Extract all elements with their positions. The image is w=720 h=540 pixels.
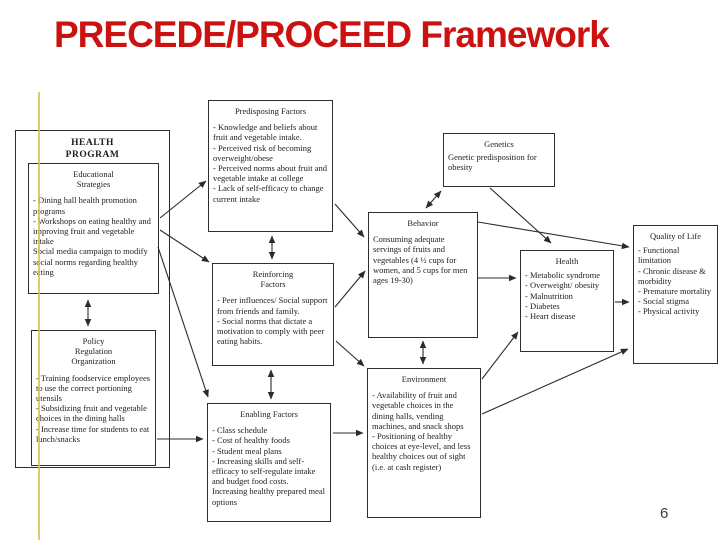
box-policy-body: - Training foodservice employees to use … [36, 372, 151, 444]
box-behavior-title: Behavior [407, 218, 439, 228]
box-health-program-title: HEALTH PROGRAM [65, 138, 120, 161]
box-genetics-body: Genetic predisposition for obesity [448, 152, 537, 173]
box-health-title: Health [555, 256, 579, 266]
arrow-reinforcing-to-environment [335, 340, 365, 367]
page-number: 6 [660, 505, 669, 522]
slide-title: PRECEDE/PROCEED Framework [54, 14, 610, 55]
box-policy-title: Policy Regulation Organization [71, 336, 116, 367]
box-predisposing-title: Predisposing Factors [234, 106, 307, 116]
box-behavior-body: Consuming adequate servings of fruits an… [373, 234, 468, 285]
box-enabling-factors: Enabling Factors - Class schedule - Cost… [207, 403, 331, 522]
arrow-predisposing-to-behavior [334, 203, 365, 238]
box-genetics: Genetics Genetic predisposition for obes… [443, 133, 555, 187]
box-reinforcing-factors: Reinforcing Factors - Peer influences/ S… [212, 263, 334, 366]
box-educational-strategies: Educational Strategies - Dining hall hea… [28, 163, 159, 294]
box-policy-regulation: Policy Regulation Organization - Trainin… [31, 330, 156, 466]
box-reinforcing-body: - Peer influences/ Social support from f… [217, 295, 328, 347]
arrow-genetics-to-health [489, 187, 552, 244]
box-predisposing-body: - Knowledge and beliefs about fruit and … [213, 122, 328, 204]
box-qol-body: - Functional limitation - Chronic diseas… [638, 245, 712, 317]
box-reinforcing-title: Reinforcing Factors [252, 269, 294, 290]
arrow-behavior-to-qol [477, 221, 630, 250]
box-environment-title: Environment [401, 374, 447, 384]
box-genetics-title: Genetics [484, 139, 514, 149]
scan-edge-stripe [38, 92, 40, 540]
box-environment: Environment - Availability of fruit and … [367, 368, 481, 518]
arrow-genetics-behavior-double [425, 190, 442, 209]
box-health-body: - Metabolic syndrome - Overweight/ obesi… [525, 270, 601, 321]
box-predisposing-factors: Predisposing Factors - Knowledge and bel… [208, 100, 333, 232]
box-educational-title: Educational Strategies [73, 169, 114, 190]
box-behavior: Behavior Consuming adequate servings of … [368, 212, 478, 338]
box-enabling-title: Enabling Factors [240, 409, 298, 419]
box-educational-body: - Dining hall health promotion programs … [33, 195, 151, 277]
box-quality-of-life: Quality of Life - Functional limitation … [633, 225, 718, 364]
arrow-environment-to-qol [481, 348, 629, 415]
box-environment-body: - Availability of fruit and vegetable ch… [372, 390, 471, 472]
arrow-reinforcing-to-behavior [334, 270, 366, 308]
box-health: Health - Metabolic syndrome - Overweight… [520, 250, 614, 352]
box-qol-title: Quality of Life [650, 231, 701, 241]
arrow-environment-to-health [481, 331, 519, 380]
box-enabling-body: - Class schedule - Cost of healthy foods… [212, 425, 326, 507]
